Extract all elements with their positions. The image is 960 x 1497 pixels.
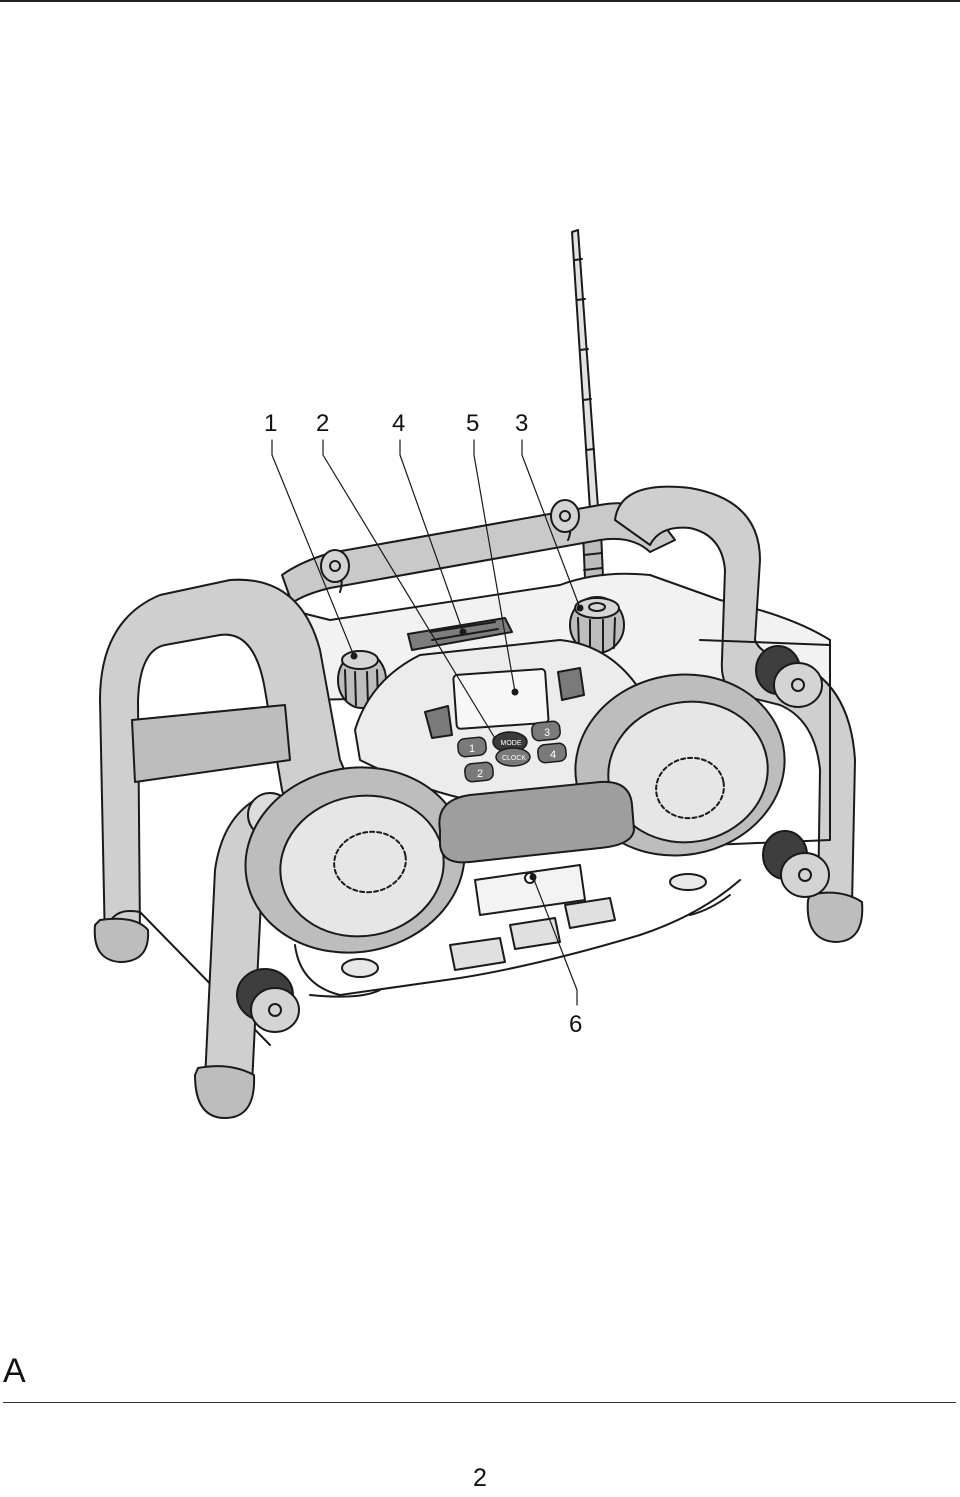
clock-label: CLOCK [502, 755, 526, 762]
page-number: 2 [473, 1464, 487, 1492]
center-handle [438, 780, 635, 864]
tune-up-button [557, 667, 585, 701]
lower-body [294, 864, 741, 998]
callout-4: 4 [392, 410, 406, 437]
callout-5: 5 [466, 410, 480, 437]
preset-1-label: 1 [469, 743, 475, 755]
leader-lines [271, 439, 581, 1006]
preset-3-label: 3 [544, 727, 550, 739]
antenna [571, 229, 605, 603]
callout-1: 1 [264, 410, 278, 437]
clock-button[interactable]: CLOCK [495, 747, 531, 767]
callout-3: 3 [515, 410, 529, 437]
top-rule [0, 0, 960, 2]
tune-down-button [424, 705, 453, 739]
bottom-rule [3, 1402, 956, 1403]
callout-6: 6 [569, 1011, 583, 1038]
mode-label: MODE [501, 740, 522, 747]
preset-4-button[interactable]: 4 [537, 742, 567, 764]
hinges [236, 499, 830, 1033]
leader-dots [350, 604, 584, 881]
callout-2: 2 [316, 410, 330, 437]
preset-1-button[interactable]: 1 [457, 736, 487, 758]
radio-illustration: 1 2 MODE CLOCK 3 4 [93, 229, 864, 1119]
preset-2-label: 2 [477, 768, 483, 780]
preset-2-button[interactable]: 2 [464, 761, 494, 783]
right-knob [569, 596, 625, 654]
figure-letter: A [3, 1352, 26, 1390]
lcd-display [452, 668, 550, 730]
preset-3-button[interactable]: 3 [531, 720, 561, 742]
preset-4-label: 4 [550, 749, 556, 761]
left-speaker [244, 766, 466, 954]
